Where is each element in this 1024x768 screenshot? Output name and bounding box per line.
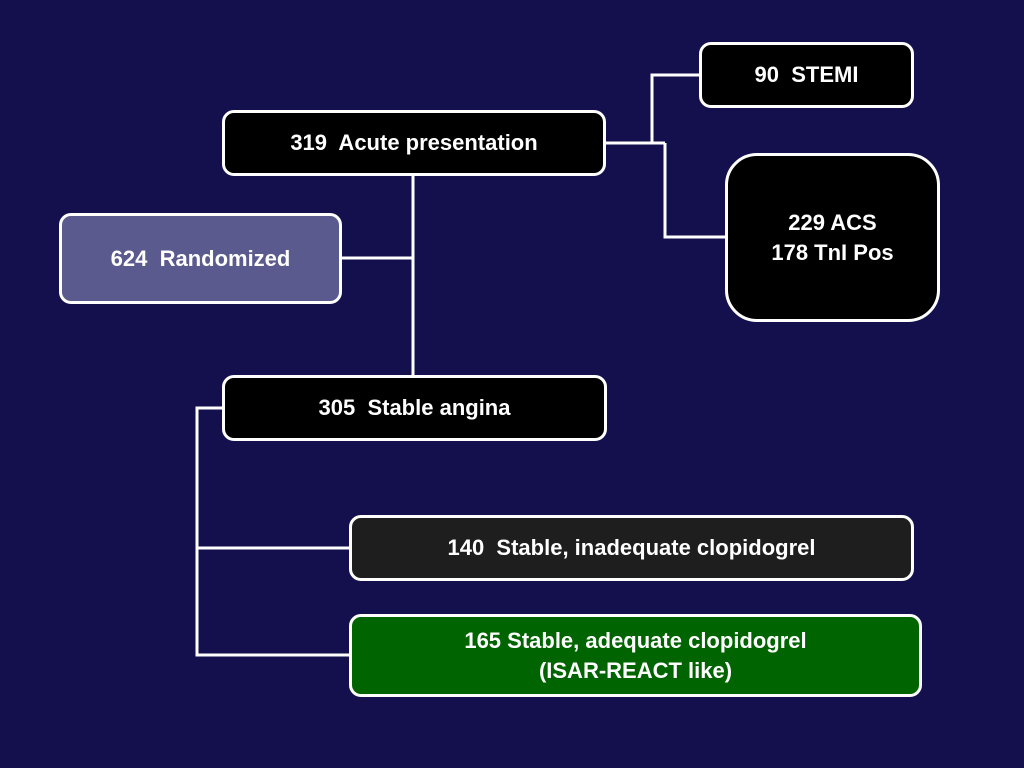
acs-label-line2: 178 TnI Pos	[771, 239, 894, 265]
acute-presentation-box: 319 Acute presentation	[222, 110, 606, 176]
connector-stable-bracket	[195, 406, 351, 657]
adequate-clopidogrel-label-line1: 165 Stable, adequate clopidogrel	[464, 627, 807, 653]
randomized-label: 624 Randomized	[110, 245, 291, 271]
connector-to-acs	[663, 143, 727, 239]
connector-to-stemi	[650, 73, 701, 143]
stable-angina-box: 305 Stable angina	[222, 375, 607, 441]
randomized-box: 624 Randomized	[59, 213, 342, 304]
adequate-clopidogrel-box: 165 Stable, adequate clopidogrel (ISAR-R…	[349, 614, 922, 697]
acs-label-line1: 229 ACS	[788, 209, 877, 235]
stemi-box: 90 STEMI	[699, 42, 914, 108]
stemi-label: 90 STEMI	[754, 62, 859, 87]
inadequate-clopidogrel-box: 140 Stable, inadequate clopidogrel	[349, 515, 914, 581]
acute-presentation-label: 319 Acute presentation	[290, 130, 538, 155]
acs-box: 229 ACS 178 TnI Pos	[725, 153, 940, 322]
inadequate-clopidogrel-label: 140 Stable, inadequate clopidogrel	[447, 535, 816, 560]
adequate-clopidogrel-label-line2: (ISAR-REACT like)	[538, 657, 733, 683]
stable-angina-label: 305 Stable angina	[318, 395, 511, 420]
